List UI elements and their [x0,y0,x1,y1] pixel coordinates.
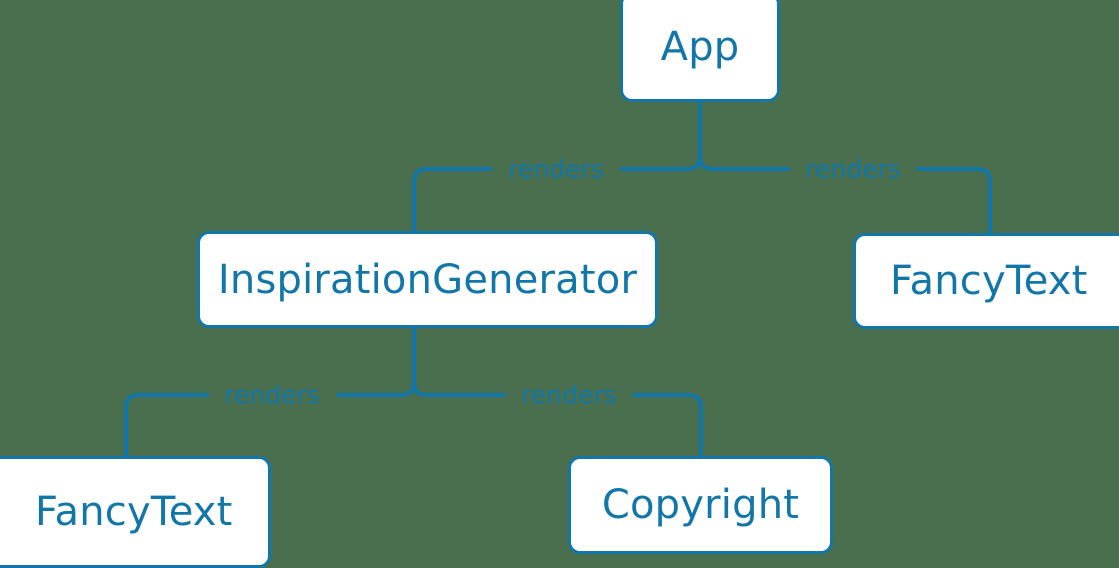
node-copyright-label: Copyright [601,482,800,528]
node-inspiration-generator-label: InspirationGenerator [217,256,638,303]
node-app-label: App [660,24,740,70]
edge-app-to-inspiration [412,167,493,233]
node-app[interactable]: App [620,0,780,102]
edge-label-app-to-fancytext: renders [805,154,901,184]
node-fancytext-bottom[interactable]: FancyText [0,456,271,568]
edge-label-inspiration-generator-to-fancytext: renders [224,380,320,410]
edge-app-stem-right [698,99,790,171]
node-copyright[interactable]: Copyright [568,456,833,554]
edge-label-app-to-inspiration-generator: renders [508,154,604,184]
edge-inspiration-to-fancytext [124,393,209,458]
node-fancytext-bottom-label: FancyText [35,489,233,535]
node-fancytext-right[interactable]: FancyText [853,233,1119,329]
edge-inspiration-stem-right [412,327,506,397]
node-inspiration-generator[interactable]: InspirationGenerator [197,231,658,328]
edge-app-to-fancytext [916,167,992,235]
edge-inspiration-to-copyright [632,393,703,458]
edge-app-stem [620,99,702,171]
edge-label-inspiration-generator-to-copyright: renders [521,380,617,410]
edge-inspiration-stem [336,327,416,397]
node-fancytext-right-label: FancyText [890,258,1088,304]
